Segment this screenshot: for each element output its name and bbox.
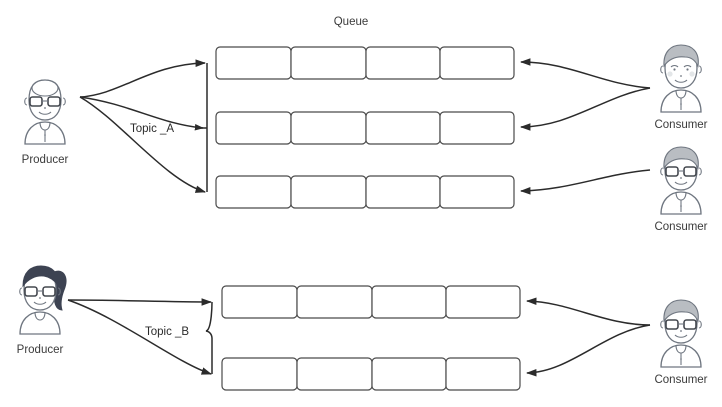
avatar-consumer-middle: Consumer — [654, 146, 708, 233]
queue-cell[interactable] — [371, 357, 447, 391]
flow-consumer-top-row2 — [519, 87, 651, 131]
consumer-top-label: Consumer — [654, 119, 707, 131]
queue-cell[interactable] — [290, 46, 367, 80]
queue-cell[interactable] — [365, 46, 441, 80]
woman-ponytail-glasses-icon — [19, 265, 67, 335]
queue-cell[interactable] — [221, 357, 298, 391]
consumer-bottom-label: Consumer — [654, 374, 707, 386]
queue-cell[interactable] — [445, 285, 521, 319]
queue-row-topic-a-3 — [215, 175, 515, 209]
bald-man-glasses-icon — [24, 79, 66, 145]
consumer-middle-label: Consumer — [654, 221, 707, 233]
avatar-consumer-bottom: Consumer — [654, 299, 708, 386]
queue-cell[interactable] — [445, 357, 521, 391]
avatar-producer-bottom: Producer — [17, 265, 67, 356]
queue-cell[interactable] — [296, 285, 373, 319]
queue-cell[interactable] — [439, 175, 515, 209]
producer-bottom-label: Producer — [17, 344, 64, 356]
flow-producer-a-row3 — [79, 96, 207, 193]
queue-cell[interactable] — [215, 46, 292, 80]
flow-producer-a-row2 — [79, 96, 204, 131]
flow-consumer-middle-row3 — [519, 169, 651, 195]
queue-cell[interactable] — [365, 175, 441, 209]
queue-cell[interactable] — [215, 111, 292, 145]
topic-b-label: Topic _B — [145, 326, 189, 338]
topic-a-label: Topic _A — [130, 123, 174, 135]
avatar-consumer-top: Consumer — [654, 44, 708, 131]
queue-title: Queue — [334, 16, 369, 28]
queue-row-topic-b-1 — [221, 285, 521, 319]
man-hair-icon — [660, 44, 702, 113]
flow-consumer-bottom-row2 — [525, 324, 651, 377]
flow-consumer-top-row1 — [519, 58, 651, 89]
queue-cell[interactable] — [296, 357, 373, 391]
flow-producer-b-row2 — [67, 299, 212, 375]
queue-cell[interactable] — [439, 46, 515, 80]
flow-producer-b-row1 — [67, 298, 213, 306]
queue-cell[interactable] — [439, 111, 515, 145]
man-glasses-icon — [660, 146, 702, 215]
queue-cell[interactable] — [215, 175, 292, 209]
man-glasses-icon — [660, 299, 702, 368]
producer-top-label: Producer — [22, 154, 69, 166]
queue-row-topic-a-1 — [215, 46, 515, 80]
queue-cell[interactable] — [290, 175, 367, 209]
queue-cell[interactable] — [290, 111, 367, 145]
queue-cell[interactable] — [371, 285, 447, 319]
queue-row-topic-b-2 — [221, 357, 521, 391]
avatar-producer-top: Producer — [22, 79, 69, 166]
queue-cell[interactable] — [221, 285, 298, 319]
flow-consumer-bottom-row1 — [525, 297, 651, 326]
topic-b-brace — [205, 301, 213, 374]
queue-row-topic-a-2 — [215, 111, 515, 145]
flow-producer-a-row1 — [79, 59, 207, 98]
queue-cell[interactable] — [365, 111, 441, 145]
